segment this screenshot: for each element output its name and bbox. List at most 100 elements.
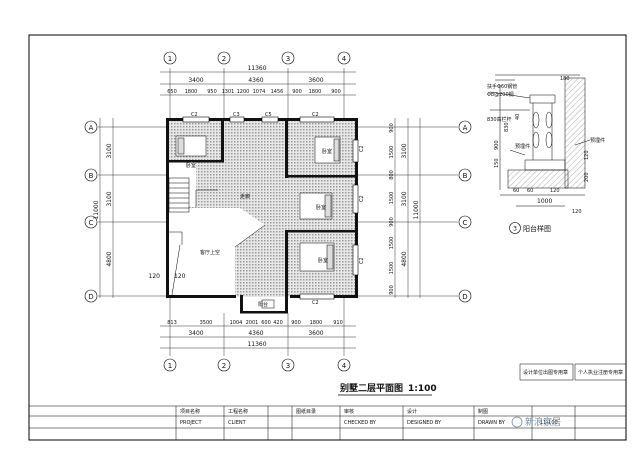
hall-void — [168, 224, 266, 296]
tb-right-label-1: 设计单位出图专用章 — [523, 369, 568, 376]
dim-top-total: 11360 — [247, 65, 266, 72]
axis-top-3: 3 — [286, 55, 290, 63]
dim-top-detail-5: 1200 — [237, 89, 250, 95]
drawing-title-group: 别墅二层平面图 1:100 — [338, 382, 437, 396]
dim-bottom-detail-5: 600 — [261, 320, 271, 326]
axis-left-a: A — [89, 124, 94, 132]
dim-left-span-1: 3100 — [106, 143, 113, 158]
dim-bottom-detail-1: 813 — [167, 320, 177, 326]
detail-dim-7: 830 — [504, 122, 510, 132]
tb-row-4: DESIGNED BY — [407, 420, 442, 426]
dim-right-span-1: 3100 — [401, 143, 408, 158]
tb-header-6: 制图 — [478, 408, 488, 415]
windows — [182, 116, 359, 300]
axis-left-c: C — [89, 219, 94, 227]
axis-bubbles-top: 1 2 3 4 — [163, 51, 351, 65]
dim-bottom-detail-7: 900 — [291, 320, 301, 326]
tb-header-5: 设计 — [407, 408, 417, 415]
top-dimensions: 11360 3400 4360 3600 650 1800 950 1301 1… — [167, 65, 341, 95]
axis-bubbles-right: A B C D — [458, 120, 472, 303]
drawing-title: 别墅二层平面图 — [339, 382, 403, 394]
room-bedroom-1: 卧室 — [186, 162, 196, 169]
dim-right-detail-8: 900 — [389, 285, 395, 295]
dim-bottom-detail-2: 3500 — [200, 320, 213, 326]
dim-top-detail-2: 1800 — [185, 89, 198, 95]
detail-dim-10: 200 — [584, 172, 590, 182]
dim-top-detail-7: 1456 — [271, 89, 284, 95]
dim-top-span-2: 4360 — [248, 77, 263, 84]
room-bedroom-4: 卧室 — [318, 257, 328, 264]
axis-right-d: D — [462, 293, 467, 301]
room-corridor: 走廊 — [240, 193, 250, 200]
dim-right-detail-3: 800 — [389, 170, 395, 180]
tb-header-1: 项目名称 — [180, 408, 200, 415]
furniture — [175, 135, 341, 309]
dim-left-span-3: 4800 — [106, 251, 113, 266]
dim-bottom-detail-6: 420 — [273, 320, 283, 326]
stair — [168, 177, 218, 213]
dim-top-detail-9: 1800 — [309, 89, 322, 95]
dim-bottom-detail-8: 1800 — [310, 320, 323, 326]
dim-right-detail-2: 1500 — [389, 146, 395, 159]
detail-number: 3 — [513, 226, 517, 233]
dim-bottom-span-1: 3400 — [188, 330, 203, 337]
axis-left-d: D — [88, 293, 93, 301]
right-dimensions: 900 1500 800 1500 900 1500 1500 900 3100… — [389, 123, 420, 295]
tb-header-2: 工程名称 — [228, 408, 248, 415]
axis-top-4: 4 — [342, 55, 347, 63]
axis-bottom-4: 4 — [342, 362, 347, 370]
window-label-8: C2 — [312, 300, 319, 306]
dim-right-detail-7: 1500 — [389, 262, 395, 275]
axis-top-2: 2 — [222, 55, 226, 63]
room-hall: 客厅上空 — [200, 249, 220, 256]
dim-top-span-1: 3400 — [188, 77, 203, 84]
tb-header-3: 图纸目录 — [296, 408, 316, 415]
dim-misc-left-1: 120 — [149, 273, 161, 280]
axis-right-a: A — [463, 124, 468, 132]
detail-dim-9: 150 — [494, 158, 500, 168]
window-label-4: C2 — [312, 112, 319, 118]
axis-bubbles-left: A B C D — [84, 120, 98, 303]
dimension-lines — [99, 71, 421, 349]
detail-dim-5: 120 — [572, 209, 582, 215]
detail-note-5: 预埋件 — [590, 137, 605, 144]
dim-right-detail-1: 900 — [389, 123, 395, 133]
window-label-1: C2 — [191, 112, 198, 118]
axis-lines — [98, 68, 458, 356]
detail-note-3: 830高栏杆 — [487, 116, 512, 123]
window-label-2: C3 — [233, 112, 240, 118]
room-bedroom-2: 卧室 — [322, 148, 332, 155]
detail-note-4: 预埋件 — [515, 143, 530, 150]
axis-bottom-2: 2 — [222, 362, 226, 370]
dim-right-span-3: 4800 — [401, 251, 408, 266]
window-label-3: C5 — [265, 112, 272, 118]
tb-sheet-no: 11-100 — [540, 420, 558, 426]
window-label-7: C2 — [359, 257, 365, 264]
tb-right-label-2: 个人执业注册专用章 — [578, 369, 623, 376]
tb-row-5: DRAWN BY — [478, 420, 506, 426]
detail-dim-1: 180 — [560, 76, 570, 82]
axis-left-b: B — [89, 172, 94, 180]
dim-bottom-detail-4: 2001 — [246, 320, 259, 326]
room-bedroom-3: 卧室 — [316, 204, 326, 211]
dim-top-detail-3: 950 — [207, 89, 217, 95]
detail-dim-3: 60 — [513, 188, 519, 194]
detail-title: 阳台样图 — [523, 224, 551, 233]
dim-right-total: 11000 — [413, 200, 420, 219]
axis-bottom-3: 3 — [286, 362, 290, 370]
detail-dim-12: 40 — [515, 114, 521, 120]
dim-right-detail-5: 900 — [389, 217, 395, 227]
title-block: 项目名称 工程名称 图纸目录 审核 设计 制图 PROJECT CLIENT C… — [28, 363, 627, 441]
dim-left-span-2: 3100 — [106, 191, 113, 206]
dim-right-detail-4: 1500 — [389, 192, 395, 205]
dim-bottom-detail-3: 1004 — [230, 320, 243, 326]
drawing-scale: 1:100 — [408, 384, 437, 394]
tb-row-3: CHECKED BY — [344, 420, 377, 426]
tb-row-2: CLIENT — [228, 420, 247, 426]
dim-top-detail-4: 1301 — [222, 89, 235, 95]
detail-dim-11: 120 — [584, 150, 590, 160]
axis-right-b: B — [463, 172, 468, 180]
axis-bubbles-bottom: 1 2 3 4 — [163, 358, 351, 372]
